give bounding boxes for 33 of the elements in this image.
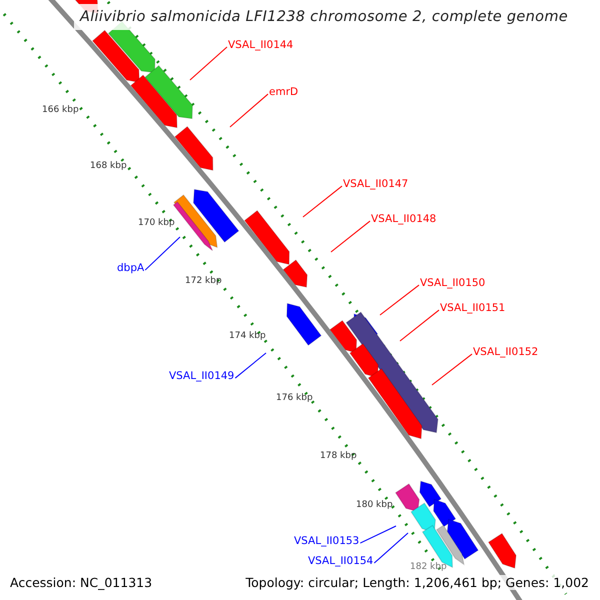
gene-label: VSAL_II0153	[294, 535, 360, 548]
tick-label: 178 kbp	[320, 451, 357, 462]
gene-label: dbpA	[117, 262, 144, 275]
gene-label: VSAL_II0148	[371, 213, 436, 226]
leader-line	[400, 310, 440, 342]
leader-line	[380, 284, 420, 316]
tick-label: 170 kbp	[138, 218, 175, 229]
gene-label: emrD	[269, 86, 298, 99]
leader-line	[234, 352, 266, 379]
gene-label: VSAL_II0150	[420, 277, 486, 290]
tick-label: 166 kbp	[42, 105, 79, 116]
tick-label: 172 kbp	[185, 276, 222, 287]
gene-label: VSAL_II0151	[440, 302, 506, 315]
leader-line	[330, 220, 370, 252]
gene-label: VSAL_II0149	[169, 370, 234, 383]
gene-label: VSAL_II0144	[228, 39, 294, 52]
footer-text: Topology: circular; Length: 1,206,461 bp; Genes: 1,002	[244, 575, 590, 590]
tick-label: 180 kbp	[356, 500, 393, 511]
gene-label: VSAL_II0154	[308, 555, 374, 568]
leader-line	[360, 526, 396, 544]
leader-line	[302, 186, 342, 218]
tick-label: 174 kbp	[229, 331, 266, 342]
leader-line	[190, 46, 228, 80]
tick-label: 168 kbp	[90, 161, 127, 172]
gene-label: VSAL_II0152	[473, 346, 538, 359]
footer-text: Accession: NC_011313	[9, 575, 154, 590]
leader-line	[230, 94, 268, 128]
tick-label: 182 kbp	[410, 562, 447, 573]
tick-label: 176 kbp	[276, 393, 313, 404]
leader-line	[144, 236, 180, 271]
gene-label: VSAL_II0147	[343, 178, 408, 191]
leader-line	[374, 532, 408, 564]
leader-line	[432, 354, 472, 386]
